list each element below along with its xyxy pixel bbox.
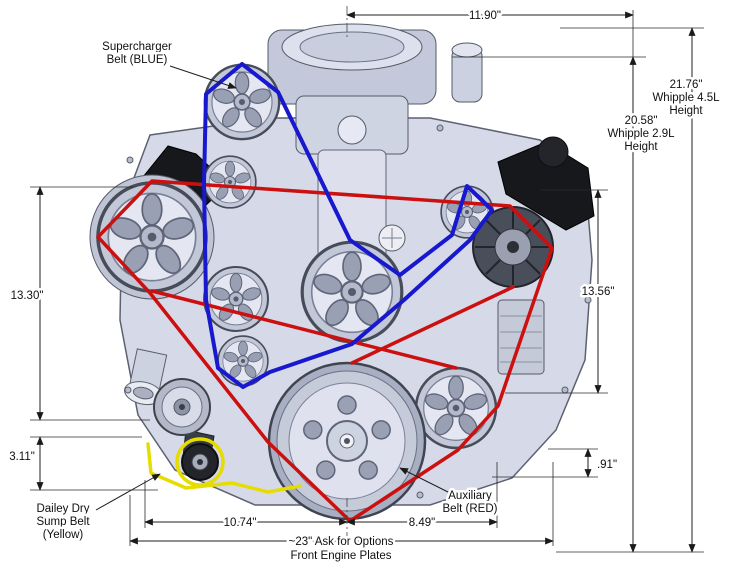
- tensioner-pulley: [153, 378, 211, 436]
- auxiliary-belt-label-line2: Belt (RED): [443, 503, 498, 515]
- auxiliary-belt-red-cross-2: [350, 285, 515, 365]
- dim-whipple-29-label1: Whipple 2.9L: [607, 128, 675, 140]
- dim-left-height: 13.30": [8, 186, 150, 421]
- idler-pulley-mid-left: [203, 155, 257, 209]
- dimensions: 11.90" 21.76" Whipple 4.5L Height 20.58"…: [7, 8, 723, 565]
- dim-bottom-left-value: 10.74": [224, 517, 257, 529]
- dim-left-lower-value: 3.11": [9, 451, 35, 463]
- dim-bottom-widths: 10.74" 8.49": [144, 462, 498, 532]
- dim-right-mid-height: 13.56": [505, 189, 617, 394]
- supercharger-belt-leader: [169, 65, 237, 89]
- dry-sump-idler: [181, 443, 219, 481]
- supercharger-belt-label-line1: Supercharger: [102, 41, 172, 53]
- idler-pulley-left-center: [203, 266, 269, 332]
- dim-left-lower-height: 3.11": [7, 436, 158, 491]
- auxiliary-belt-red: [96, 179, 554, 523]
- callouts: Supercharger Belt (BLUE) Dailey Dry Sump…: [34, 39, 500, 544]
- crank-center-pulley: [300, 240, 404, 344]
- top-right-cylinder: [451, 42, 483, 103]
- dim-top-width: 11.90": [346, 8, 634, 57]
- harmonic-damper-pulley: [267, 361, 427, 521]
- dim-bottom-right-value: 8.49": [409, 517, 435, 529]
- dailey-belt-leader: [95, 473, 161, 511]
- dim-whipple-45-height: 21.76" Whipple 4.5L Height: [556, 27, 723, 553]
- dim-whipple-45-label1: Whipple 4.5L: [652, 92, 720, 104]
- lower-right-pulley: [414, 366, 498, 450]
- dim-whipple-29-value: 20.58": [625, 115, 658, 127]
- dim-whipple-29-height: 20.58" Whipple 2.9L Height: [452, 56, 678, 553]
- dim-whipple-45-label2: Height: [669, 105, 703, 117]
- auxiliary-belt-leader: [399, 467, 453, 495]
- supercharger-belt-blue: [202, 62, 494, 389]
- auxiliary-belt-red-cross-1: [150, 289, 458, 370]
- engine-assembly: [89, 23, 595, 523]
- dailey-belt-label-line1: Dailey Dry: [36, 503, 89, 515]
- supercharger-idler-pulley: [203, 63, 281, 141]
- dim-overall-note-line2: Front Engine Plates: [290, 550, 391, 562]
- dim-whipple-45-value: 21.76": [670, 79, 703, 91]
- supercharger-housing: [267, 23, 437, 105]
- water-pump-pulley: [96, 181, 208, 293]
- dim-whipple-29-label2: Height: [624, 141, 658, 153]
- dim-top-width-value: 11.90": [469, 10, 501, 22]
- auxiliary-belt-label-line1: Auxiliary: [448, 490, 492, 502]
- supercharger-belt-label-line2: Belt (BLUE): [107, 54, 168, 66]
- dim-left-height-value: 13.30": [11, 290, 44, 302]
- right-rear-idler: [537, 136, 569, 168]
- dailey-belt-label-line3: (Yellow): [43, 529, 84, 541]
- dry-sump-belt-yellow: [146, 442, 302, 494]
- dim-right-lower-height: .91": [492, 448, 620, 478]
- dim-overall-note: ~23" Ask for Options Front Engine Plates: [129, 462, 554, 565]
- dim-right-lower-value: .91": [597, 459, 617, 471]
- dim-right-mid-value: 13.56": [582, 286, 615, 298]
- dailey-belt-label-line2: Sump Belt: [36, 516, 90, 528]
- dim-overall-note-line1: ~23" Ask for Options: [289, 536, 394, 548]
